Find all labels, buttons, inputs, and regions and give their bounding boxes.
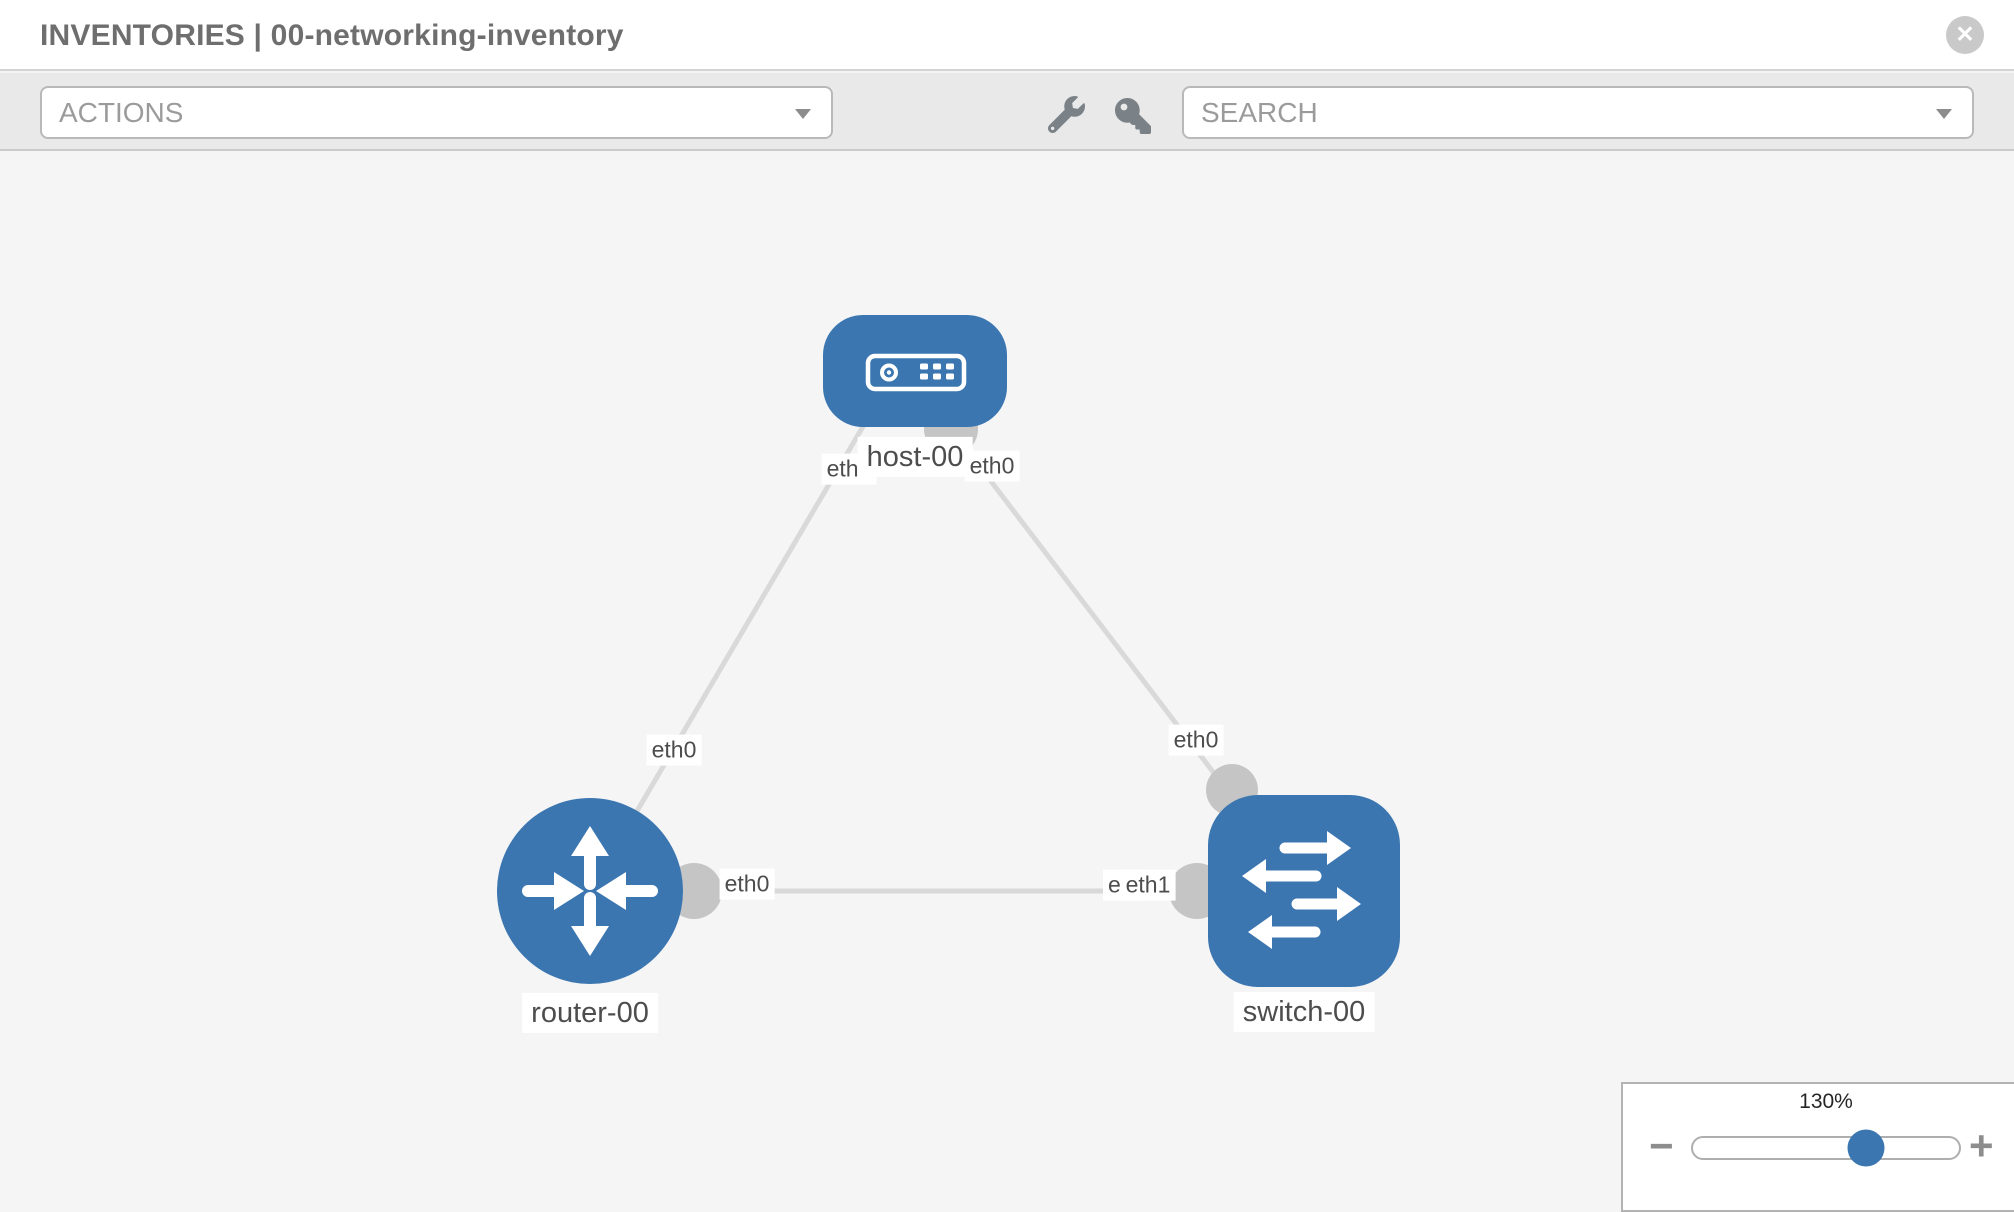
close-button[interactable]: ✕ xyxy=(1946,16,1984,54)
topology-canvas[interactable]: eth0 host-00 eth0 eth0 eth0 eth0 eth0 et… xyxy=(0,153,2014,1200)
header-bar: INVENTORIES | 00-networking-inventory ✕ xyxy=(0,0,2014,71)
node-host-00[interactable] xyxy=(823,315,1007,427)
toolbar: ACTIONS SEARCH xyxy=(0,73,2014,151)
search-placeholder: SEARCH xyxy=(1201,97,1318,128)
interface-label: eth0 xyxy=(719,868,775,900)
topology-svg xyxy=(497,315,1400,987)
interface-label: eth0 xyxy=(964,450,1020,482)
actions-dropdown-label: ACTIONS xyxy=(59,97,184,128)
node-label-switch: switch-00 xyxy=(1233,991,1375,1033)
interface-label: eth1 xyxy=(1120,869,1176,901)
host-icon xyxy=(865,353,967,392)
credentials-button[interactable] xyxy=(1115,98,1151,134)
interface-label: eth0 xyxy=(646,734,702,766)
actions-dropdown[interactable]: ACTIONS xyxy=(40,86,833,139)
zoom-percent-label: 130% xyxy=(1799,1090,1853,1113)
node-label-host: host-00 xyxy=(857,436,973,478)
node-label-router: router-00 xyxy=(522,992,658,1034)
search-dropdown[interactable]: SEARCH xyxy=(1182,86,1974,139)
switch-icon xyxy=(1242,831,1361,949)
node-switch-00[interactable] xyxy=(1208,795,1400,987)
close-icon: ✕ xyxy=(1955,21,1975,47)
router-icon xyxy=(522,826,658,956)
zoom-out-button[interactable]: − xyxy=(1649,1122,1674,1169)
chevron-down-icon xyxy=(795,109,811,119)
zoom-slider-track[interactable] xyxy=(1691,1136,1961,1160)
tools-button[interactable] xyxy=(1048,96,1085,133)
wrench-icon xyxy=(1048,96,1085,133)
chevron-down-icon xyxy=(1936,109,1952,119)
zoom-panel: 130% − + xyxy=(1621,1082,2014,1212)
interface-label: eth0 xyxy=(1168,724,1224,756)
zoom-slider-knob[interactable] xyxy=(1847,1129,1885,1167)
zoom-in-button[interactable]: + xyxy=(1969,1122,1994,1169)
key-icon xyxy=(1115,98,1151,134)
page-title: INVENTORIES | 00-networking-inventory xyxy=(40,19,624,52)
node-router-00[interactable] xyxy=(497,798,683,984)
